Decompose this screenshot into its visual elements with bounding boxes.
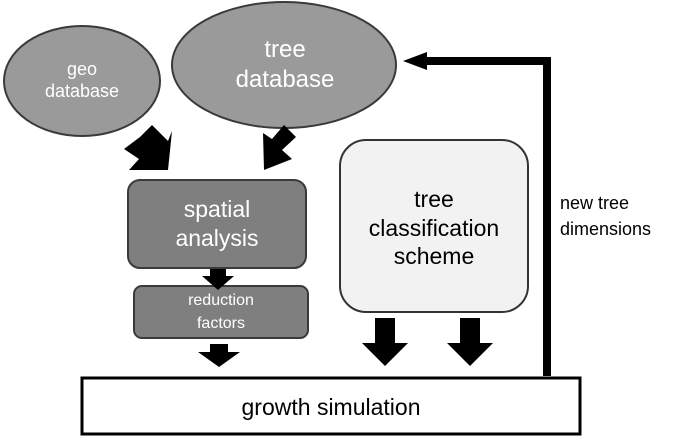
growth-simulation-node — [80, 376, 582, 436]
new-tree-dimensions-label: new tree dimensions — [560, 192, 652, 239]
reduction-factors-label: reduction factors — [188, 291, 254, 332]
arrow-reduction-to-growth — [198, 344, 240, 367]
arrow-scheme-to-growth-left — [362, 318, 408, 366]
arrow-geo-to-spatial — [124, 125, 172, 170]
arrow-spatial-to-reduction — [202, 269, 234, 290]
tree-database-label: tree database — [235, 35, 335, 93]
tree-classification-scheme-node — [339, 139, 529, 313]
spatial-analysis-node — [127, 179, 307, 269]
geo-database-node — [3, 25, 161, 137]
arrow-tree-to-spatial — [263, 125, 296, 170]
spatial-analysis-label: spatial analysis — [175, 196, 259, 251]
growth-simulation-label: growth simulation — [241, 393, 421, 420]
arrow-scheme-to-growth-right — [447, 318, 493, 366]
tree-classification-scheme-label: tree classification scheme — [368, 185, 500, 270]
geo-database-label: geo database — [44, 58, 120, 102]
